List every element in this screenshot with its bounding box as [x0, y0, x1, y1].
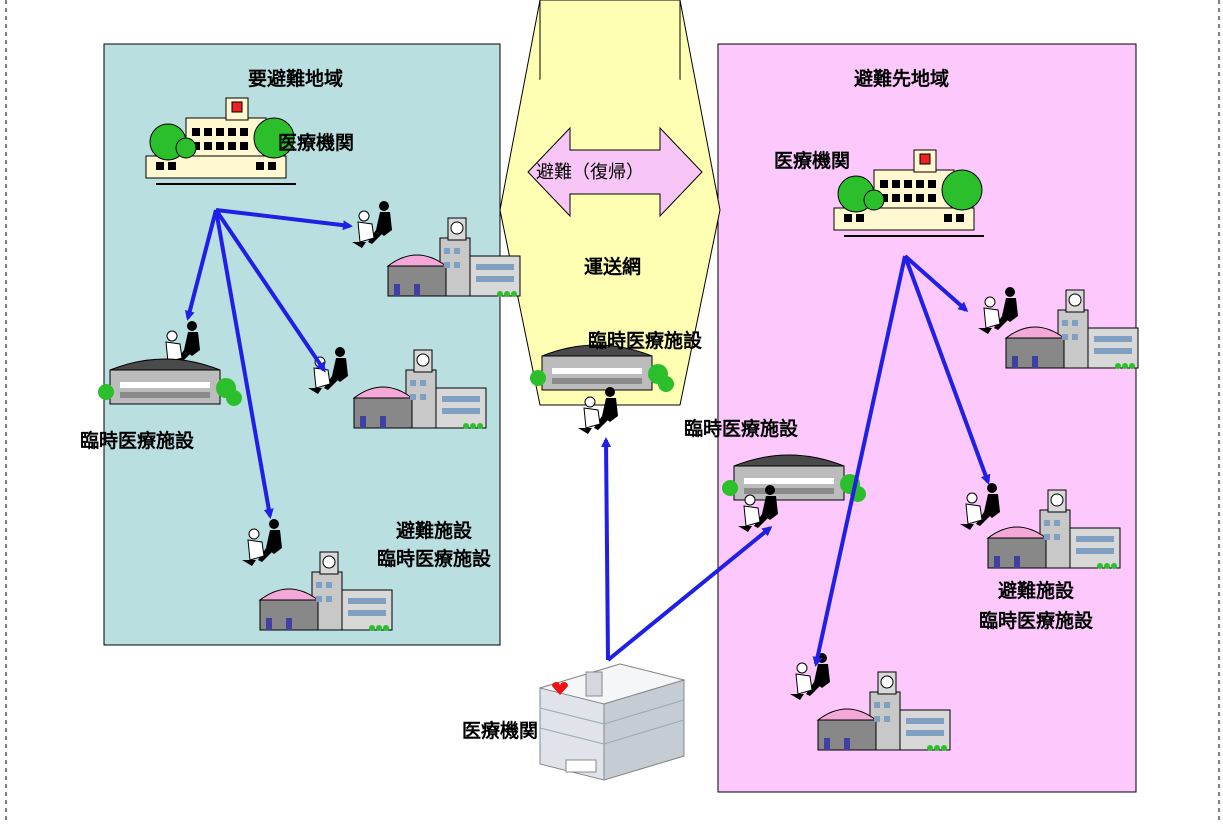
evacuation-destination-region-title: 避難先地域: [854, 68, 950, 90]
arrow-to-right-shelter-1: [903, 254, 969, 312]
left-shelter-label-line2: 臨時医療施設: [376, 548, 491, 570]
right-hospital-label: 医療機関: [774, 150, 851, 172]
left-distribution-arrows: [184, 208, 353, 519]
bottom-hospital-arrows: [601, 437, 773, 662]
arrow-to-center-temp-facility: [601, 437, 612, 661]
transport-network-label: 運送網: [584, 256, 642, 278]
arrow-to-right-shelter-2: [903, 255, 991, 485]
arrow-to-left-shelter-2: [214, 208, 326, 373]
evacuation-required-region-title: 要避難地域: [248, 68, 344, 90]
right-shelter-label-line1: 避難施設: [997, 580, 1074, 602]
arrow-to-left-temp-facility: [184, 209, 218, 321]
transport-network-band: [499, 0, 721, 406]
arrow-to-right-shelter-3: [812, 255, 907, 667]
center-temp-facility-label: 臨時医療施設: [588, 330, 703, 352]
evacuation-return-double-arrow: [527, 126, 703, 218]
arrow-to-left-shelter-3: [214, 209, 274, 519]
bottom-hospital-label: 医療機関: [462, 720, 539, 742]
right-distribution-arrows: [812, 254, 991, 667]
bottom-hospital-icon: [538, 663, 686, 781]
arrow-to-left-shelter-1: [215, 208, 353, 231]
left-hospital-label: 医療機関: [278, 132, 355, 154]
right-temp-facility-label: 臨時医療施設: [684, 418, 799, 440]
left-shelter-label-line1: 避難施設: [395, 520, 472, 542]
evacuation-return-arrow-label: 避難（復帰）: [536, 162, 644, 183]
arrow-to-right-temp-facility: [606, 526, 773, 662]
right-shelter-label-line2: 臨時医療施設: [978, 610, 1093, 632]
left-temp-facility-label: 臨時医療施設: [80, 430, 195, 452]
